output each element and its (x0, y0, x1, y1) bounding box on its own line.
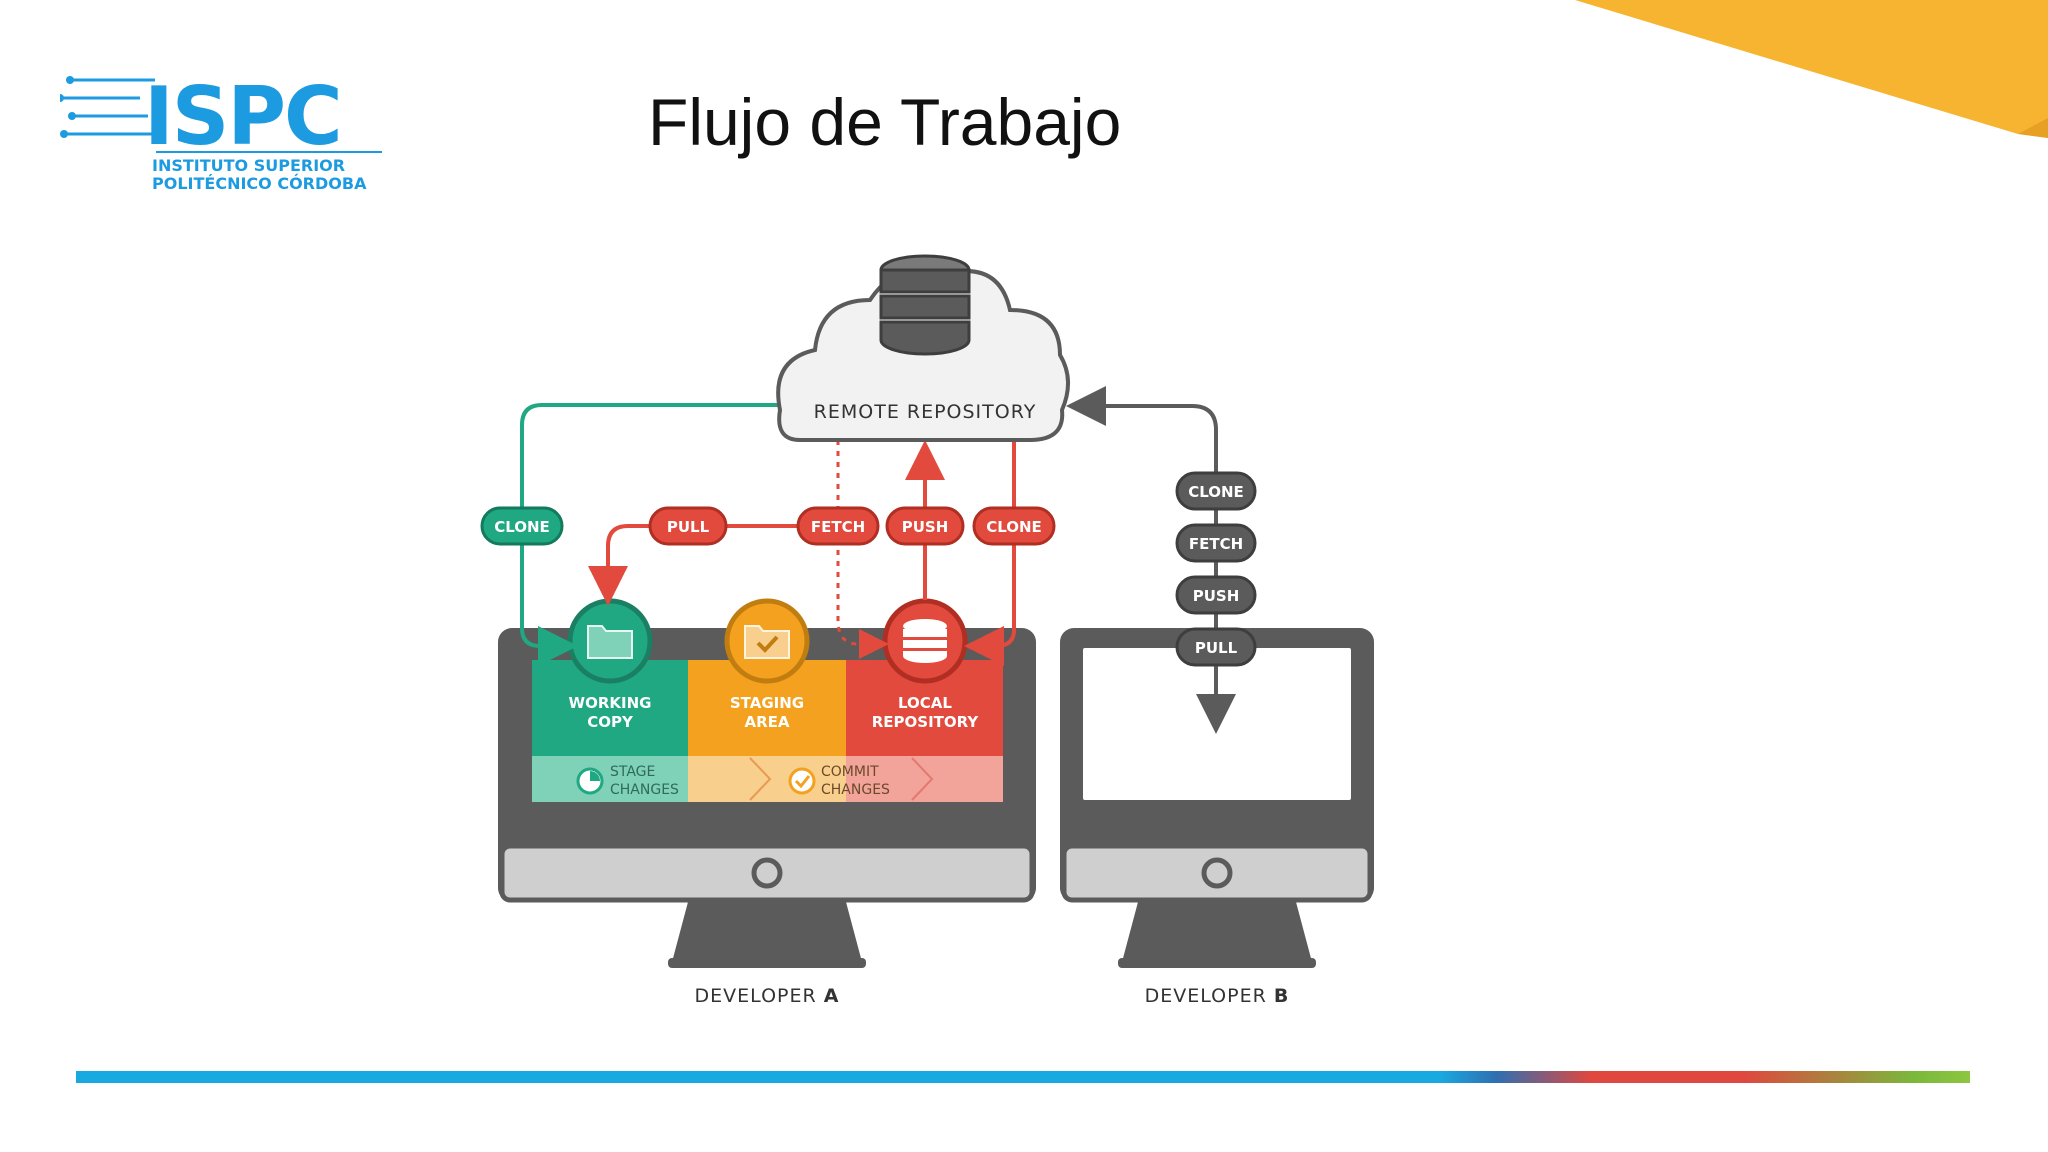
svg-text:CLONE: CLONE (986, 518, 1042, 536)
svg-text:PULL: PULL (667, 518, 710, 536)
local-repository-database-icon (882, 598, 968, 684)
badge-b-fetch: FETCH (1175, 523, 1257, 563)
badge-b-pull: PULL (1175, 627, 1257, 667)
bottom-color-rule (76, 1071, 1970, 1083)
remote-repository-label: REMOTE REPOSITORY (814, 401, 1037, 423)
badge-pull: PULL (648, 506, 728, 546)
badge-b-push: PUSH (1175, 575, 1257, 615)
svg-text:FETCH: FETCH (1189, 535, 1243, 553)
svg-text:CLONE: CLONE (1188, 483, 1244, 501)
badge-push: PUSH (885, 506, 965, 546)
stage-changes-icon (576, 767, 604, 795)
power-button-icon (751, 857, 783, 889)
stage-label-2: CHANGES (610, 782, 679, 798)
staging-label-1: STAGING (730, 694, 804, 712)
svg-text:FETCH: FETCH (811, 518, 865, 536)
developer-a-label: DEVELOPER A (695, 985, 840, 1007)
ispc-logo: ISPC INSTITUTO SUPERIOR POLITÉCNICO CÓRD… (60, 70, 382, 193)
badge-fetch: FETCH (796, 506, 880, 546)
stage-label-1: STAGE (610, 764, 655, 780)
logo-line2: POLITÉCNICO CÓRDOBA (152, 174, 367, 193)
commit-label-2: CHANGES (821, 782, 890, 798)
local-label-2: REPOSITORY (872, 713, 980, 731)
local-label-1: LOCAL (898, 694, 952, 712)
logo-brand: ISPC (144, 70, 341, 163)
working-label-2: COPY (587, 713, 634, 731)
svg-text:CLONE: CLONE (494, 518, 550, 536)
commit-changes-icon (788, 767, 816, 795)
circuit-lines-icon (60, 78, 156, 136)
server-database-icon (879, 254, 971, 356)
svg-text:PUSH: PUSH (902, 518, 949, 536)
page-title: Flujo de Trabajo (648, 85, 1122, 159)
power-button-icon (1201, 857, 1233, 889)
commit-label-1: COMMIT (821, 764, 879, 780)
staging-label-2: AREA (744, 713, 789, 731)
working-label-1: WORKING (569, 694, 652, 712)
badge-clone-green: CLONE (480, 506, 564, 546)
svg-text:PULL: PULL (1195, 639, 1238, 657)
staging-folder-icon (724, 598, 810, 684)
working-copy-folder-icon (567, 598, 653, 684)
badge-b-clone: CLONE (1175, 471, 1257, 511)
developer-b-label: DEVELOPER B (1145, 985, 1290, 1007)
svg-text:PUSH: PUSH (1193, 587, 1240, 605)
logo-line1: INSTITUTO SUPERIOR (152, 156, 345, 175)
badge-clone-red: CLONE (972, 506, 1056, 546)
